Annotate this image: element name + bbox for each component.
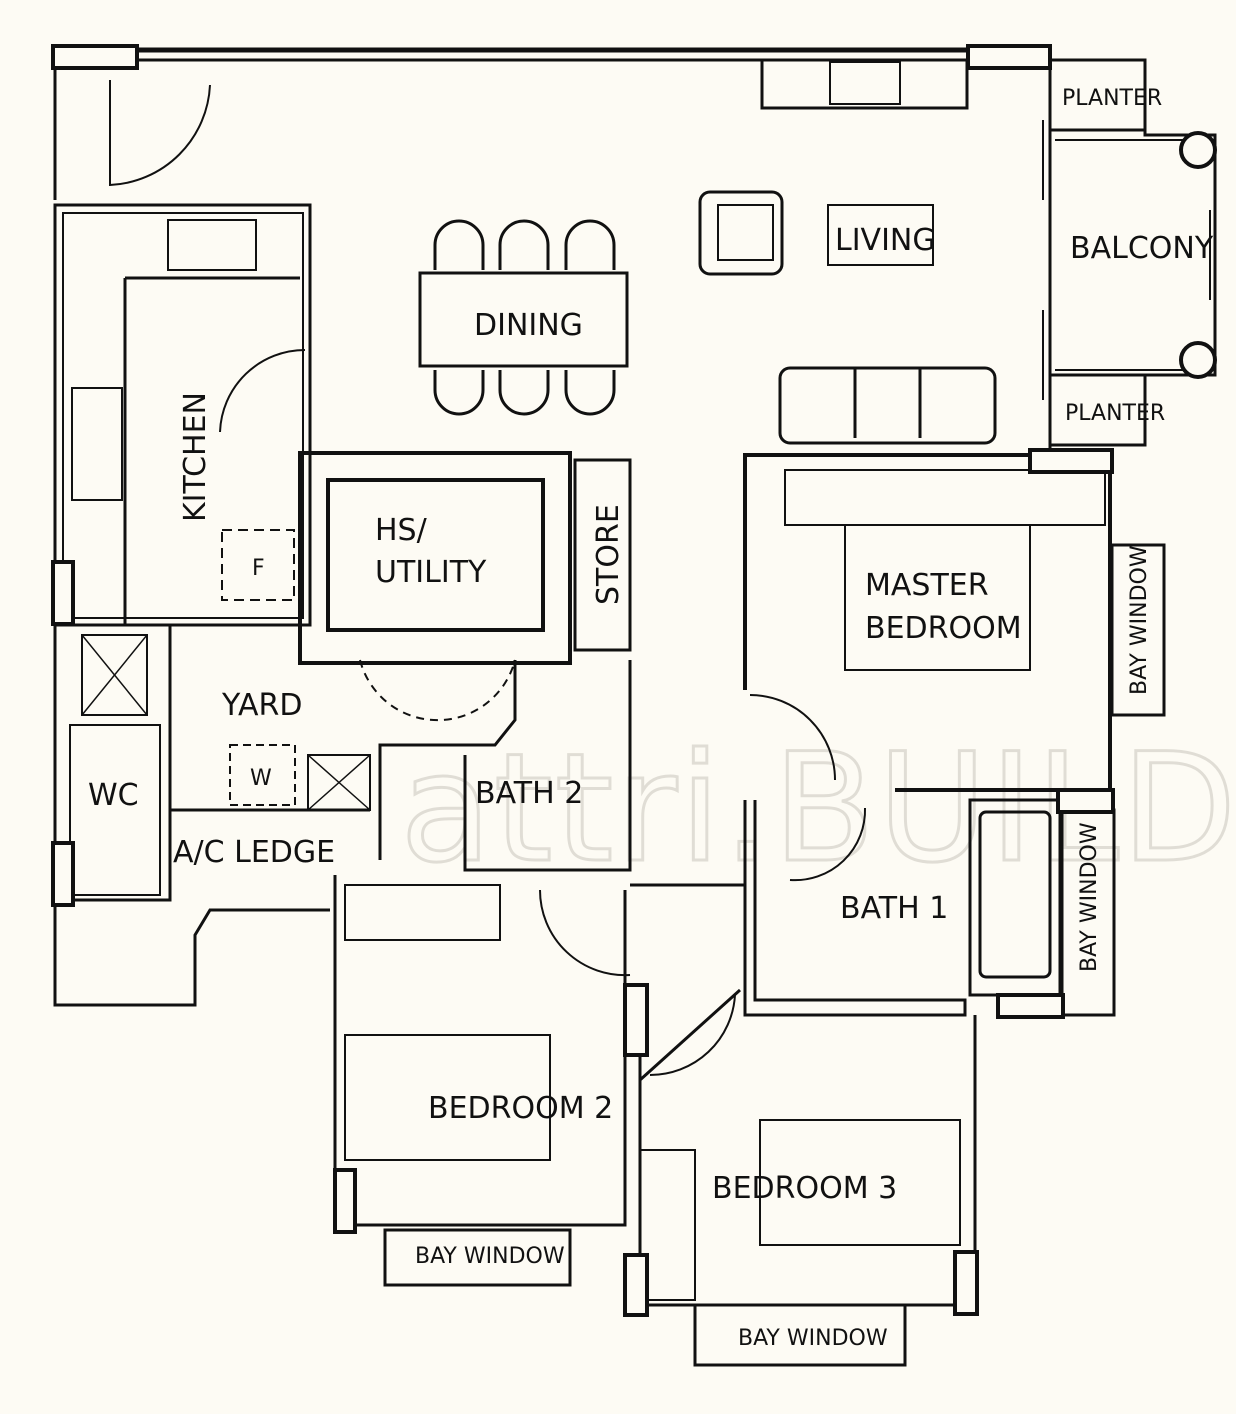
label-washer: W (250, 766, 272, 791)
label-bay-window-master: BAY WINDOW (1127, 545, 1152, 695)
label-master: MASTER (865, 568, 989, 603)
label-hs: HS/ (375, 513, 428, 548)
label-fridge: F (252, 556, 265, 581)
label-dining: DINING (474, 308, 583, 343)
balcony-columns (1179, 131, 1217, 379)
label-kitchen: KITCHEN (178, 392, 213, 522)
structural-columns (51, 44, 1115, 1317)
label-utility: UTILITY (375, 555, 487, 590)
label-master-bedroom: BEDROOM (865, 611, 1022, 646)
walls (53, 47, 1217, 1367)
label-planter-top: PLANTER (1062, 86, 1162, 111)
label-yard: YARD (221, 688, 302, 723)
label-balcony: BALCONY (1070, 231, 1214, 266)
label-bedroom2: BEDROOM 2 (428, 1091, 613, 1126)
label-store: STORE (591, 504, 626, 605)
label-bath1: BATH 1 (840, 891, 948, 926)
label-bay-window-bath1: BAY WINDOW (1077, 822, 1102, 972)
label-bedroom3: BEDROOM 3 (712, 1171, 897, 1206)
label-bay-window-bed3: BAY WINDOW (738, 1326, 888, 1351)
label-bay-window-bed2: BAY WINDOW (415, 1244, 565, 1269)
room-labels: LIVING DINING BALCONY PLANTER PLANTER KI… (88, 86, 1214, 1351)
label-bath2: BATH 2 (475, 776, 583, 811)
label-planter-bottom: PLANTER (1065, 401, 1165, 426)
label-wc: WC (88, 778, 139, 813)
dining-chairs (433, 219, 616, 416)
label-ac-ledge: A/C LEDGE (173, 835, 335, 870)
label-living: LIVING (835, 223, 936, 258)
